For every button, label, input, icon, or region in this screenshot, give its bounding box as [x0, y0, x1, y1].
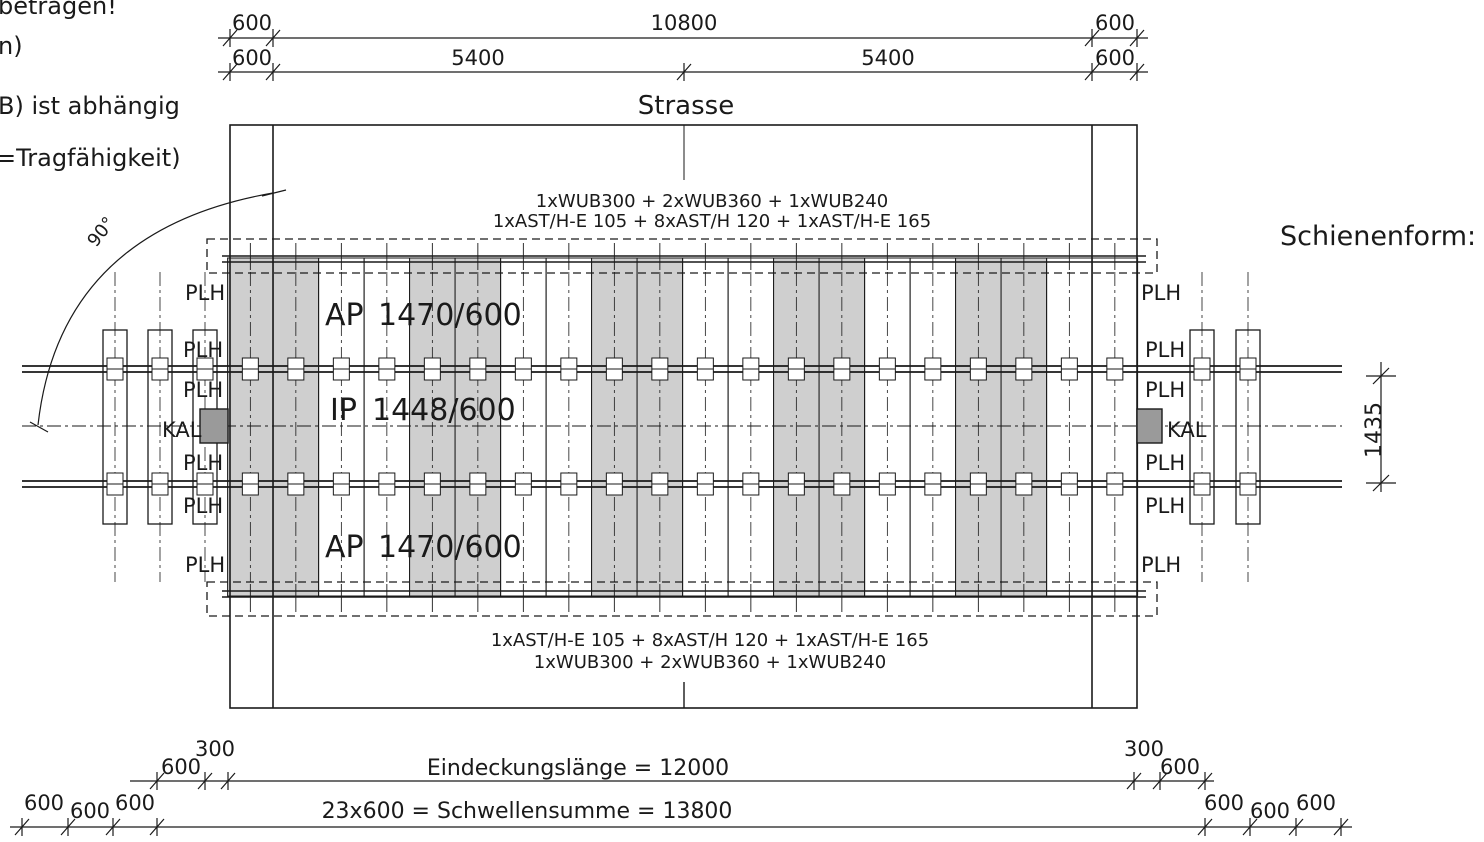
plh-label-left-bottom: PLH — [185, 553, 225, 577]
bottom-dim-row1-left-300: 300 — [195, 737, 235, 761]
angle-arc — [37, 192, 274, 426]
eindeckung-label: Eindeckungslänge = 12000 — [427, 756, 729, 781]
bottom-dim-row2-right-2: 600 — [1250, 799, 1290, 823]
bottom-dim-row1-left-600: 600 — [161, 755, 201, 779]
gauge-dim-slash-bottom — [1372, 474, 1390, 492]
plh-label-left-top: PLH — [185, 281, 225, 305]
plh-label-right-top: PLH — [1141, 281, 1181, 305]
plh-label-right-rail1-b: PLH — [1145, 378, 1185, 402]
plh-label-right-rail2-b: PLH — [1145, 494, 1185, 518]
bottom-dim-row2-left-3: 600 — [115, 791, 155, 815]
top-dim-row2-mid-left: 5400 — [451, 46, 504, 70]
schwellensumme-label: 23x600 = Schwellensumme = 13800 — [322, 799, 733, 824]
top-dim-row2-mid-right: 5400 — [861, 46, 914, 70]
ap-bottom-dim: 1470/600 — [378, 530, 522, 565]
ap-top-dim: 1470/600 — [378, 298, 522, 333]
ap-top-type: AP — [325, 298, 364, 333]
road-label: Strasse — [638, 91, 734, 121]
bottom-dim-row1-right-600: 600 — [1160, 755, 1200, 779]
plh-label-left-rail2-a: PLH — [183, 451, 223, 475]
top-dim-row1-right: 600 — [1095, 11, 1135, 35]
ap-bottom-type: AP — [325, 530, 364, 565]
kal-label-left: KAL — [162, 418, 202, 442]
ip-type: IP — [330, 393, 357, 428]
top-dim-row2-right: 600 — [1095, 46, 1135, 70]
kal-label-right: KAL — [1167, 418, 1207, 442]
top-dim-row1-center: 10800 — [651, 11, 718, 35]
plh-label-left-rail1-b: PLH — [183, 378, 223, 402]
kal-block-right — [1136, 408, 1163, 444]
bottom-dim-row2-left-1: 600 — [24, 791, 64, 815]
kal-block-left — [199, 408, 229, 444]
ip-dim: 1448/600 — [372, 393, 516, 428]
note-line-3: B) ist abhängig — [0, 92, 180, 120]
beam-top-label-2: 1xAST/H-E 105 + 8xAST/H 120 + 1xAST/H-E … — [493, 211, 931, 232]
bottom-dim-row2-right-3: 600 — [1296, 791, 1336, 815]
angle-tick-bottom — [29, 421, 49, 433]
note-line-4: =Tragfähigkeit) — [0, 144, 181, 172]
schienenform-label: Schienenform: — [1280, 221, 1476, 252]
plh-label-right-rail1-a: PLH — [1145, 338, 1185, 362]
generated-geometry — [22, 243, 1342, 612]
beam-top-outline — [206, 238, 1158, 274]
gauge-dim-slash-top — [1372, 367, 1390, 385]
bottom-dim-row2-right-1: 600 — [1204, 791, 1244, 815]
beam-top-label-1: 1xWUB300 + 2xWUB360 + 1xWUB240 — [536, 191, 888, 212]
note-line-1: betragen! — [0, 0, 117, 20]
angle-marker — [29, 189, 287, 433]
angle-label: 90° — [83, 213, 119, 251]
plh-label-right-bottom: PLH — [1141, 553, 1181, 577]
note-line-2: n) — [0, 32, 23, 60]
gauge-dimension — [1366, 362, 1396, 492]
beam-bottom-label-2: 1xWUB300 + 2xWUB360 + 1xWUB240 — [534, 652, 886, 673]
bottom-dim-row2-left-2: 600 — [70, 799, 110, 823]
beam-bottom-label-1: 1xAST/H-E 105 + 8xAST/H 120 + 1xAST/H-E … — [491, 630, 929, 651]
plh-label-right-rail2-a: PLH — [1145, 451, 1185, 475]
beams — [206, 238, 1158, 617]
dimension-lines — [10, 29, 1352, 836]
top-dim-row1-left: 600 — [232, 11, 272, 35]
angle-tick-top — [261, 189, 287, 197]
gauge-dim-label: 1435 — [1362, 402, 1387, 458]
top-dim-row2-left: 600 — [232, 46, 272, 70]
plh-label-left-rail1-a: PLH — [183, 338, 223, 362]
plh-label-left-rail2-b: PLH — [183, 494, 223, 518]
kal-blocks — [199, 408, 1163, 444]
beam-bottom-outline — [206, 581, 1158, 617]
bottom-dim-row1-right-300: 300 — [1124, 737, 1164, 761]
